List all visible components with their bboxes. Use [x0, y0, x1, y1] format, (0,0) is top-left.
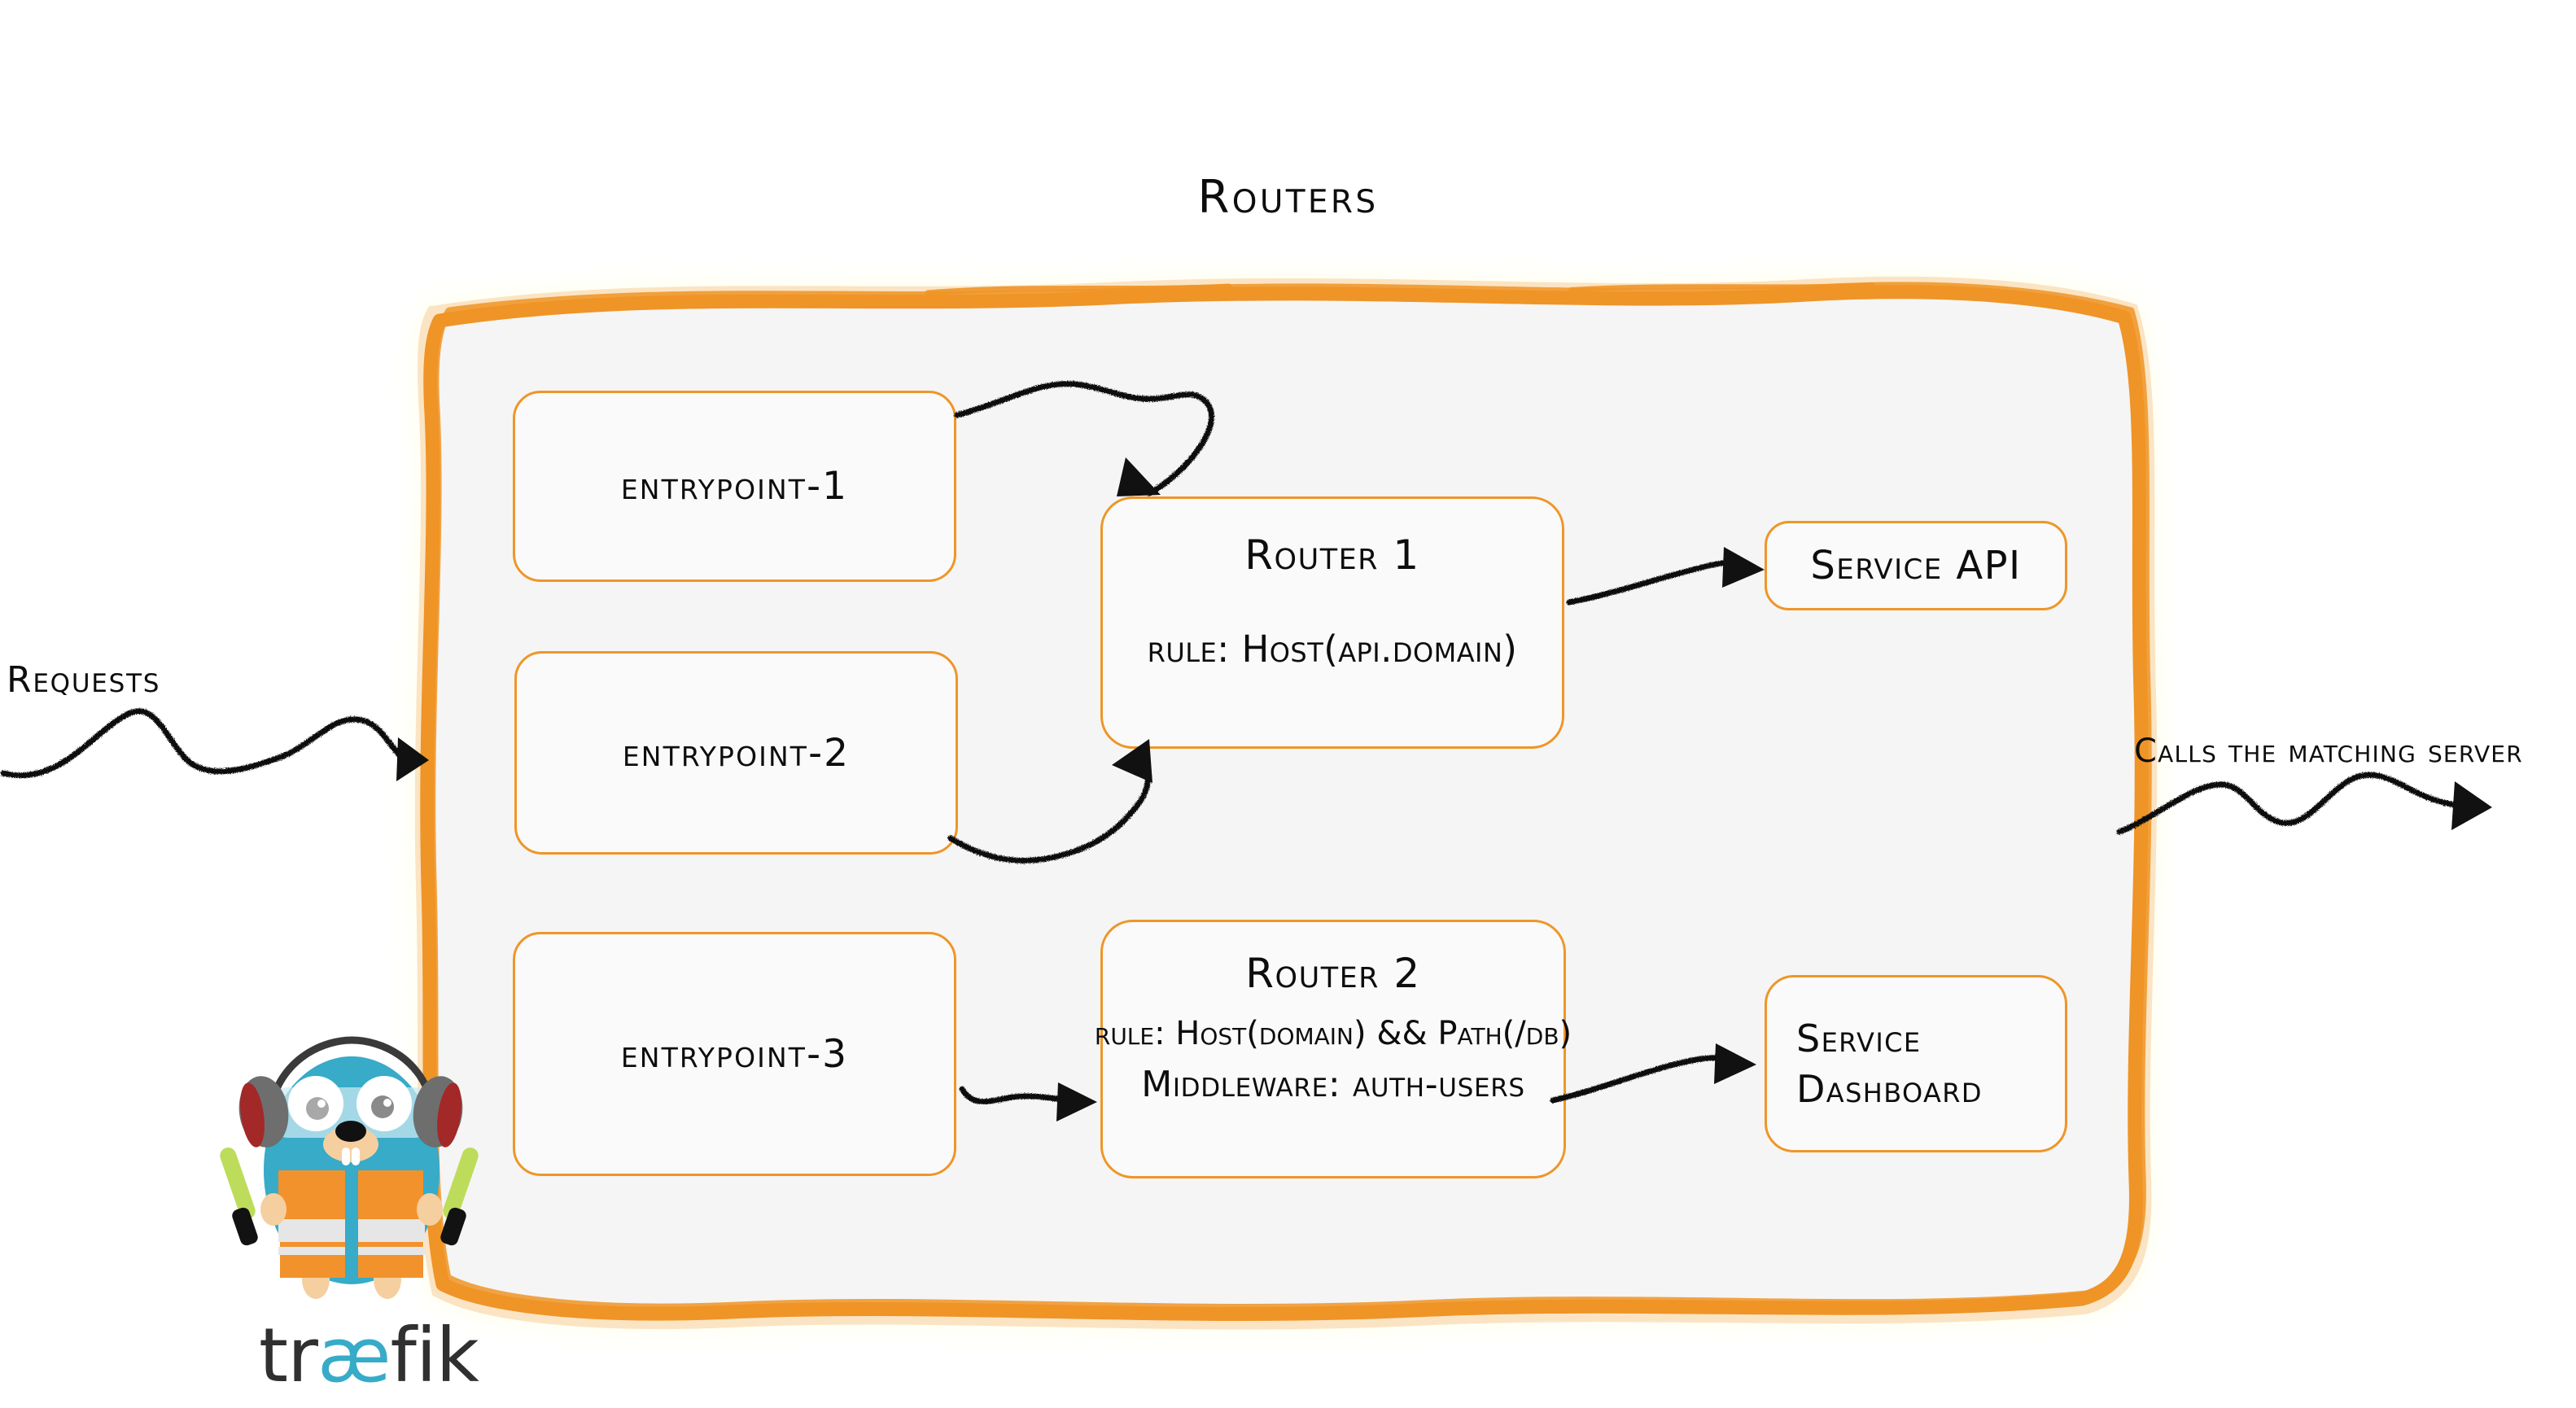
marshalling-wand-right [440, 1147, 479, 1246]
router-2-rule: rule: Host(domain) && Path(/db) [1094, 1015, 1572, 1052]
entrypoint-2-label: entrypoint-2 [622, 730, 851, 776]
entrypoint-1-label: entrypoint-1 [620, 464, 849, 509]
traefik-wordmark: træfik [259, 1312, 479, 1399]
router-2-middleware: Middleware: auth-users [1141, 1064, 1525, 1105]
page-title: Routers [1197, 171, 1379, 224]
gopher-nose [335, 1121, 366, 1142]
gopher-tooth-left [342, 1148, 350, 1165]
entrypoint-3-label: entrypoint-3 [620, 1031, 849, 1077]
headphone-cup-right [413, 1076, 463, 1148]
router-1-rule: rule: Host(api.domain) [1147, 627, 1518, 671]
service-dashboard-box[interactable]: Service Dashboard [1765, 975, 2067, 1152]
service-api-label: Service API [1810, 543, 2022, 588]
router-1-title: Router 1 [1244, 531, 1420, 579]
gopher-tooth-right [352, 1148, 360, 1165]
requests-label: Requests [7, 659, 161, 701]
safety-vest [278, 1170, 425, 1278]
gopher-hand-left [260, 1193, 286, 1226]
headphone-band [266, 1036, 437, 1113]
service-api-box[interactable]: Service API [1765, 521, 2067, 610]
marshalling-wand-left [220, 1147, 258, 1246]
calls-matching-server-label: Calls the matching server [2134, 732, 2523, 770]
router-1-box[interactable]: Router 1 rule: Host(api.domain) [1100, 496, 1564, 749]
gopher-hand-right [417, 1193, 443, 1226]
wordmark-suffix: fik [390, 1312, 479, 1399]
service-dashboard-label-line-1: Service [1796, 1016, 1922, 1060]
wordmark-prefix: tr [259, 1312, 318, 1399]
headphone-cup-left [238, 1076, 289, 1148]
wordmark-ligature: æ [317, 1312, 391, 1399]
entrypoint-3-box[interactable]: entrypoint-3 [513, 932, 956, 1176]
arrow-panel-to-matching-server [2116, 772, 2492, 835]
router-2-box[interactable]: Router 2 rule: Host(domain) && Path(/db)… [1095, 920, 1572, 1178]
service-dashboard-label-line-2: Dashboard [1796, 1067, 1983, 1111]
router-2-title: Router 2 [1245, 950, 1421, 997]
entrypoint-2-box[interactable]: entrypoint-2 [514, 651, 958, 855]
traefik-gopher-logo [220, 1034, 479, 1302]
arrow-requests-to-panel [0, 708, 429, 781]
entrypoint-1-box[interactable]: entrypoint-1 [513, 391, 956, 582]
